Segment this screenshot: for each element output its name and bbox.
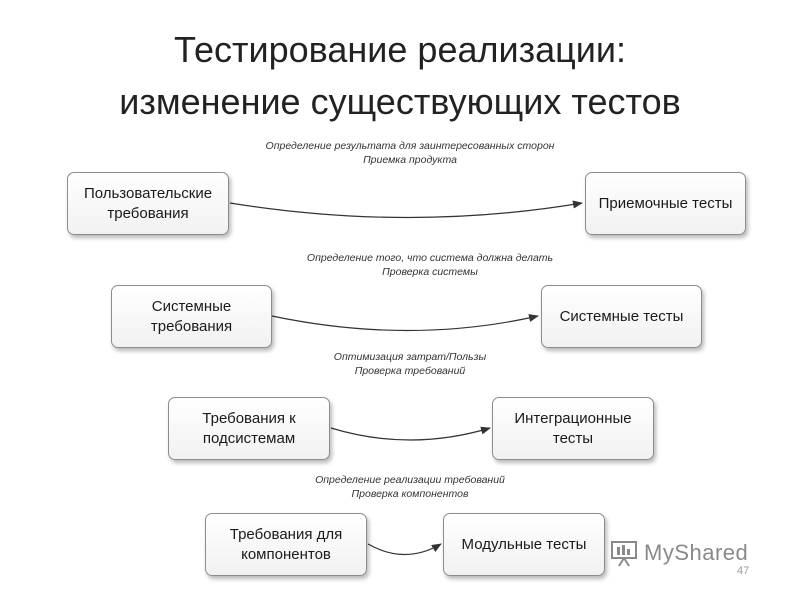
arrow-system-to-system-tests bbox=[271, 314, 539, 332]
page-number: 47 bbox=[737, 565, 750, 577]
slide-title-line-2: изменение существующих тестов bbox=[119, 81, 681, 122]
slide-title-line-1: Тестирование реализации: bbox=[174, 29, 626, 70]
arrow-user-to-acceptance bbox=[229, 200, 583, 219]
level-4-note: Определение реализации требований Провер… bbox=[315, 474, 505, 500]
arrow-subsystem-to-integration bbox=[330, 426, 491, 441]
arrow-component-to-unit bbox=[367, 543, 442, 555]
system-tests-box: Системные тесты bbox=[541, 285, 702, 348]
integration-tests-box: Интеграционные тесты bbox=[492, 397, 654, 460]
level-1-note: Определение результата для заинтересован… bbox=[265, 140, 555, 166]
acceptance-tests-box: Приемочные тесты bbox=[585, 172, 746, 235]
component-requirements-box: Требования для компонентов bbox=[205, 513, 367, 576]
level-3-note: Оптимизация затрат/Пользы Проверка требо… bbox=[333, 351, 487, 377]
presentation-board-icon bbox=[611, 541, 637, 567]
system-requirements-box: Системные требования bbox=[111, 285, 272, 348]
level-2-note: Определение того, что система должна дел… bbox=[306, 252, 554, 278]
user-requirements-box: Пользовательские требования bbox=[67, 172, 229, 235]
myshared-logo: MyShared bbox=[610, 538, 748, 568]
watermark-text: MyShared bbox=[644, 540, 749, 565]
unit-tests-box: Модульные тесты bbox=[443, 513, 605, 576]
subsystem-requirements-box: Требования к подсистемам bbox=[168, 397, 330, 460]
